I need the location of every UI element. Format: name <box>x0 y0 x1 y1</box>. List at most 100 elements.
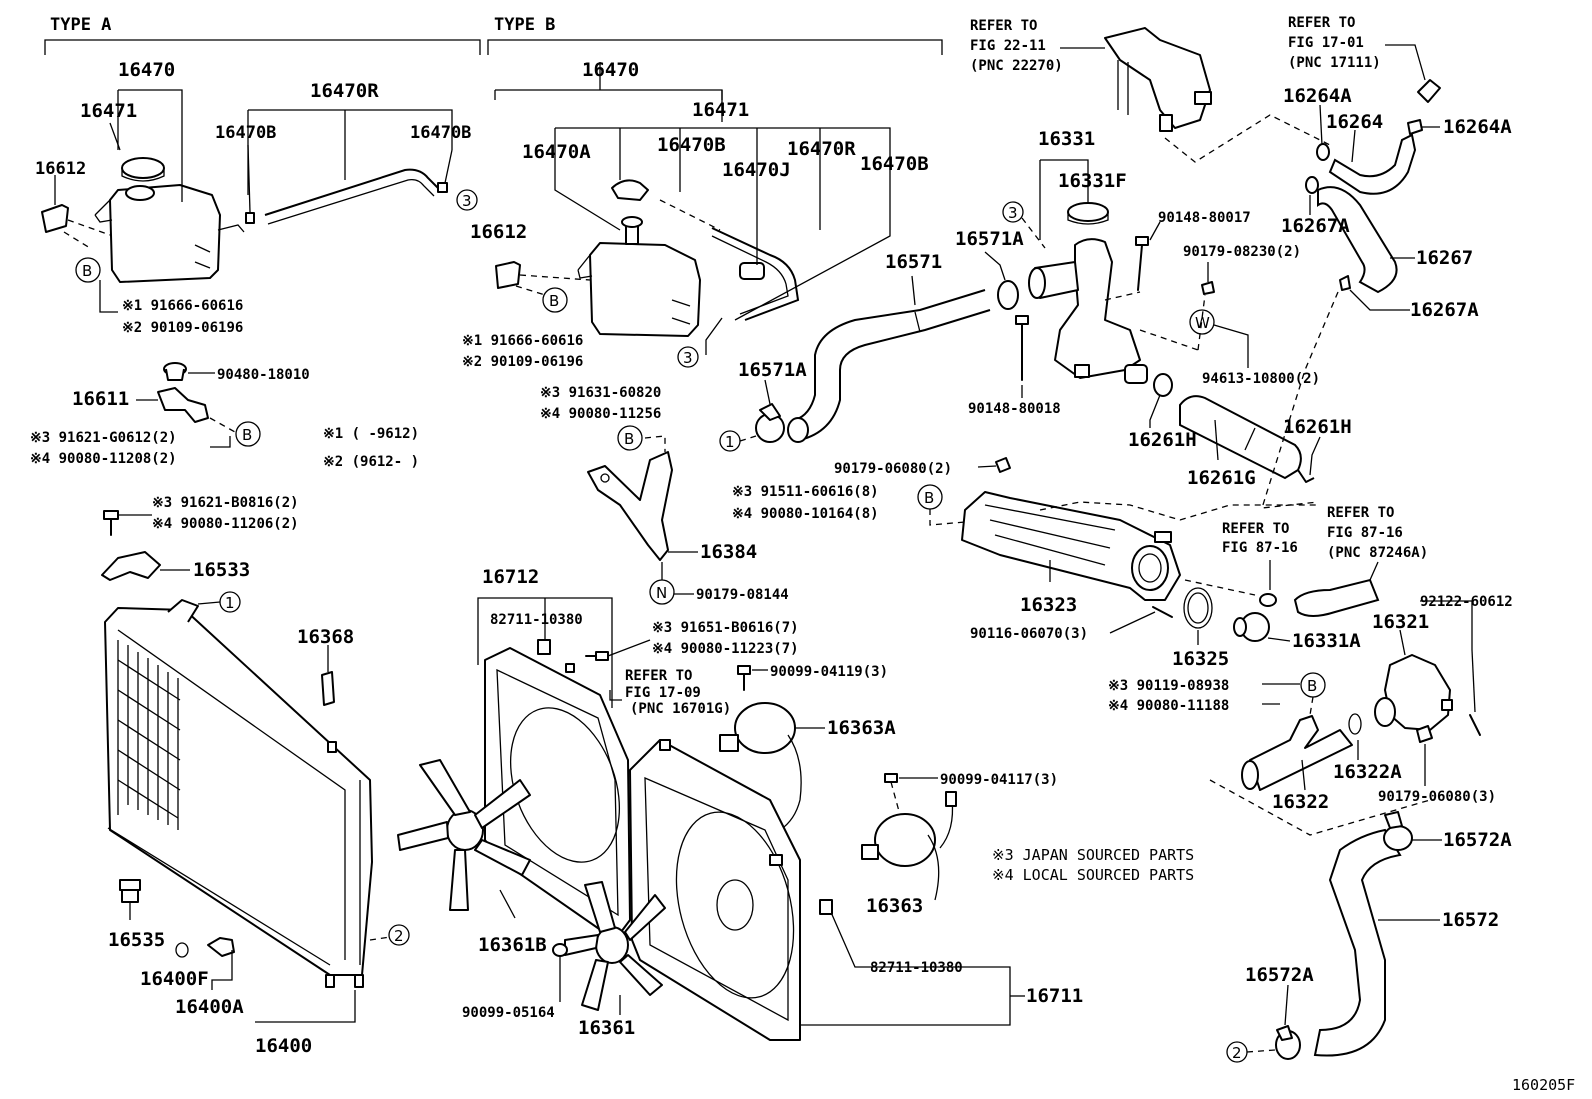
gasket-16325 <box>1183 579 1256 645</box>
num-90179-06080-a: 90179-06080(2) <box>834 461 952 477</box>
part-16331: 16331 <box>1038 128 1095 150</box>
marker-3-b: 3 <box>677 346 699 368</box>
ref-22-11-block: REFER TO FIG 22-11 (PNC 22270) <box>970 18 1105 74</box>
part-16612-a: 16612 <box>35 159 86 179</box>
clamp-16572a-upper <box>1383 811 1442 851</box>
marker-3-outlet: 3 <box>1002 201 1046 249</box>
num-90099-04119: 90099-04119(3) <box>770 664 888 680</box>
num-90080-11223: ※4 90080-11223(7) <box>652 641 799 657</box>
marker-b-16322: B <box>1262 672 1326 716</box>
leader-16400 <box>255 990 356 1023</box>
marker-w: W <box>1189 309 1249 368</box>
hose-16571 <box>787 289 991 443</box>
ref-17-01-line3: (PNC 17111) <box>1288 55 1381 71</box>
svg-text:1: 1 <box>225 594 235 612</box>
marker-n: N <box>649 562 694 605</box>
part-16321: 16321 <box>1372 611 1429 633</box>
dash-throttle-heater <box>1164 114 1331 163</box>
part-16470j-b: 16470J <box>722 159 791 181</box>
leader-16571 <box>911 275 916 306</box>
cap-90480 <box>163 362 215 381</box>
part-16535: 16535 <box>108 929 165 951</box>
hoses-b <box>711 227 800 321</box>
part-16470b-b2: 16470B <box>860 153 929 175</box>
svg-text:B: B <box>1307 677 1317 695</box>
part-16571: 16571 <box>885 251 942 273</box>
num-90080-10164: ※4 90080-10164(8) <box>732 506 879 522</box>
num-90080-11208: ※4 90080-11208(2) <box>30 451 177 467</box>
thermostat-16331a <box>1233 612 1291 642</box>
clamp-16571a-upper <box>984 251 1019 310</box>
clip-90179-08230 <box>1139 262 1215 351</box>
bracket-16611: B <box>136 387 261 448</box>
fan-motor-16363a <box>719 702 825 831</box>
ref-87-16a-line1: REFER TO <box>1327 505 1394 521</box>
num-90116: 90116-06070(3) <box>970 626 1088 642</box>
screw-90099-04119 <box>737 665 768 691</box>
type-a-label: TYPE A <box>50 15 111 35</box>
ref-87-16b-line2: FIG 87-16 <box>1222 540 1298 556</box>
svg-text:3: 3 <box>683 349 693 367</box>
num-82711-b: 82711-10380 <box>870 960 963 976</box>
fan-motor-16363 <box>861 773 957 901</box>
pin-92122 <box>1420 600 1481 736</box>
marker-b-16384: B <box>617 425 666 452</box>
fan-blade-16361b <box>397 759 531 919</box>
svg-text:W: W <box>1195 314 1210 332</box>
num-90080-11206: ※4 90080-11206(2) <box>152 516 299 532</box>
num-91666-b: ※1 91666-60616 <box>462 333 583 349</box>
num-82711-a: 82711-10380 <box>490 612 583 628</box>
clamp-16571a-lower <box>755 379 785 443</box>
legend-local: ※4 LOCAL SOURCED PARTS <box>992 866 1194 884</box>
fan-shroud-16711 <box>629 739 1025 1041</box>
part-16331a: 16331A <box>1292 630 1361 652</box>
part-16572a-lower: 16572A <box>1245 964 1314 986</box>
part-16384: 16384 <box>700 541 757 563</box>
part-16470b-a2: 16470B <box>410 123 471 143</box>
ref-87-16a-block: REFER TO FIG 87-16 (PNC 87246A) <box>1293 505 1428 617</box>
bracket-16612-b <box>495 261 591 296</box>
note-1: ※1 ( -9612) <box>323 426 419 442</box>
type-a-bracket: TYPE A <box>44 15 481 55</box>
part-16261g: 16261G <box>1187 467 1256 489</box>
ref-87-16a-line3: (PNC 87246A) <box>1327 545 1428 561</box>
part-16712: 16712 <box>482 566 539 588</box>
drain-cock-16535 <box>119 879 141 920</box>
ref-87-16a-line2: FIG 87-16 <box>1327 525 1403 541</box>
screw-90099-05164 <box>552 943 568 1002</box>
marker-1-radiator: 1 <box>219 591 241 613</box>
marker-b-inlet: B <box>917 484 966 526</box>
ref-17-01-line2: FIG 17-01 <box>1288 35 1364 51</box>
dash-heater-outlet <box>1261 291 1339 509</box>
part-16470-a: 16470 <box>118 59 175 81</box>
part-16471-a: 16471 <box>80 100 137 122</box>
part-16368: 16368 <box>297 626 354 648</box>
leaders-a <box>54 89 453 313</box>
svg-text:2: 2 <box>394 927 404 945</box>
num-90179-06080-b: 90179-06080(3) <box>1378 789 1496 805</box>
pipe-16322 <box>1209 713 1431 836</box>
num-90480: 90480-18010 <box>217 367 310 383</box>
part-16325: 16325 <box>1172 648 1229 670</box>
part-16331f: 16331F <box>1058 170 1127 192</box>
svg-text:B: B <box>624 430 634 448</box>
cap-16470a-b <box>611 179 721 231</box>
num-90109-b: ※2 90109-06196 <box>462 354 583 370</box>
part-16470a-b: 16470A <box>522 141 591 163</box>
plug-16400a <box>207 937 235 990</box>
marker-1-hose: 1 <box>719 430 757 452</box>
clip-90179-06080-b <box>1416 725 1433 786</box>
radiator-16400 <box>104 599 373 988</box>
part-16571a-upper: 16571A <box>955 228 1024 250</box>
num-91666-a: ※1 91666-60616 <box>122 298 243 314</box>
num-90148-80018: 90148-80018 <box>968 401 1061 417</box>
marker-b-a: B <box>75 257 101 283</box>
ref-17-01-block: REFER TO FIG 17-01 (PNC 17111) <box>1288 15 1441 103</box>
ref-17-09-line1: REFER TO <box>625 668 692 684</box>
part-16400f: 16400F <box>140 968 209 990</box>
part-16400: 16400 <box>255 1035 312 1057</box>
hose-16261g <box>1149 373 1321 483</box>
bracket-16533 <box>101 551 190 581</box>
ref-22-11-line2: FIG 22-11 <box>970 38 1046 54</box>
